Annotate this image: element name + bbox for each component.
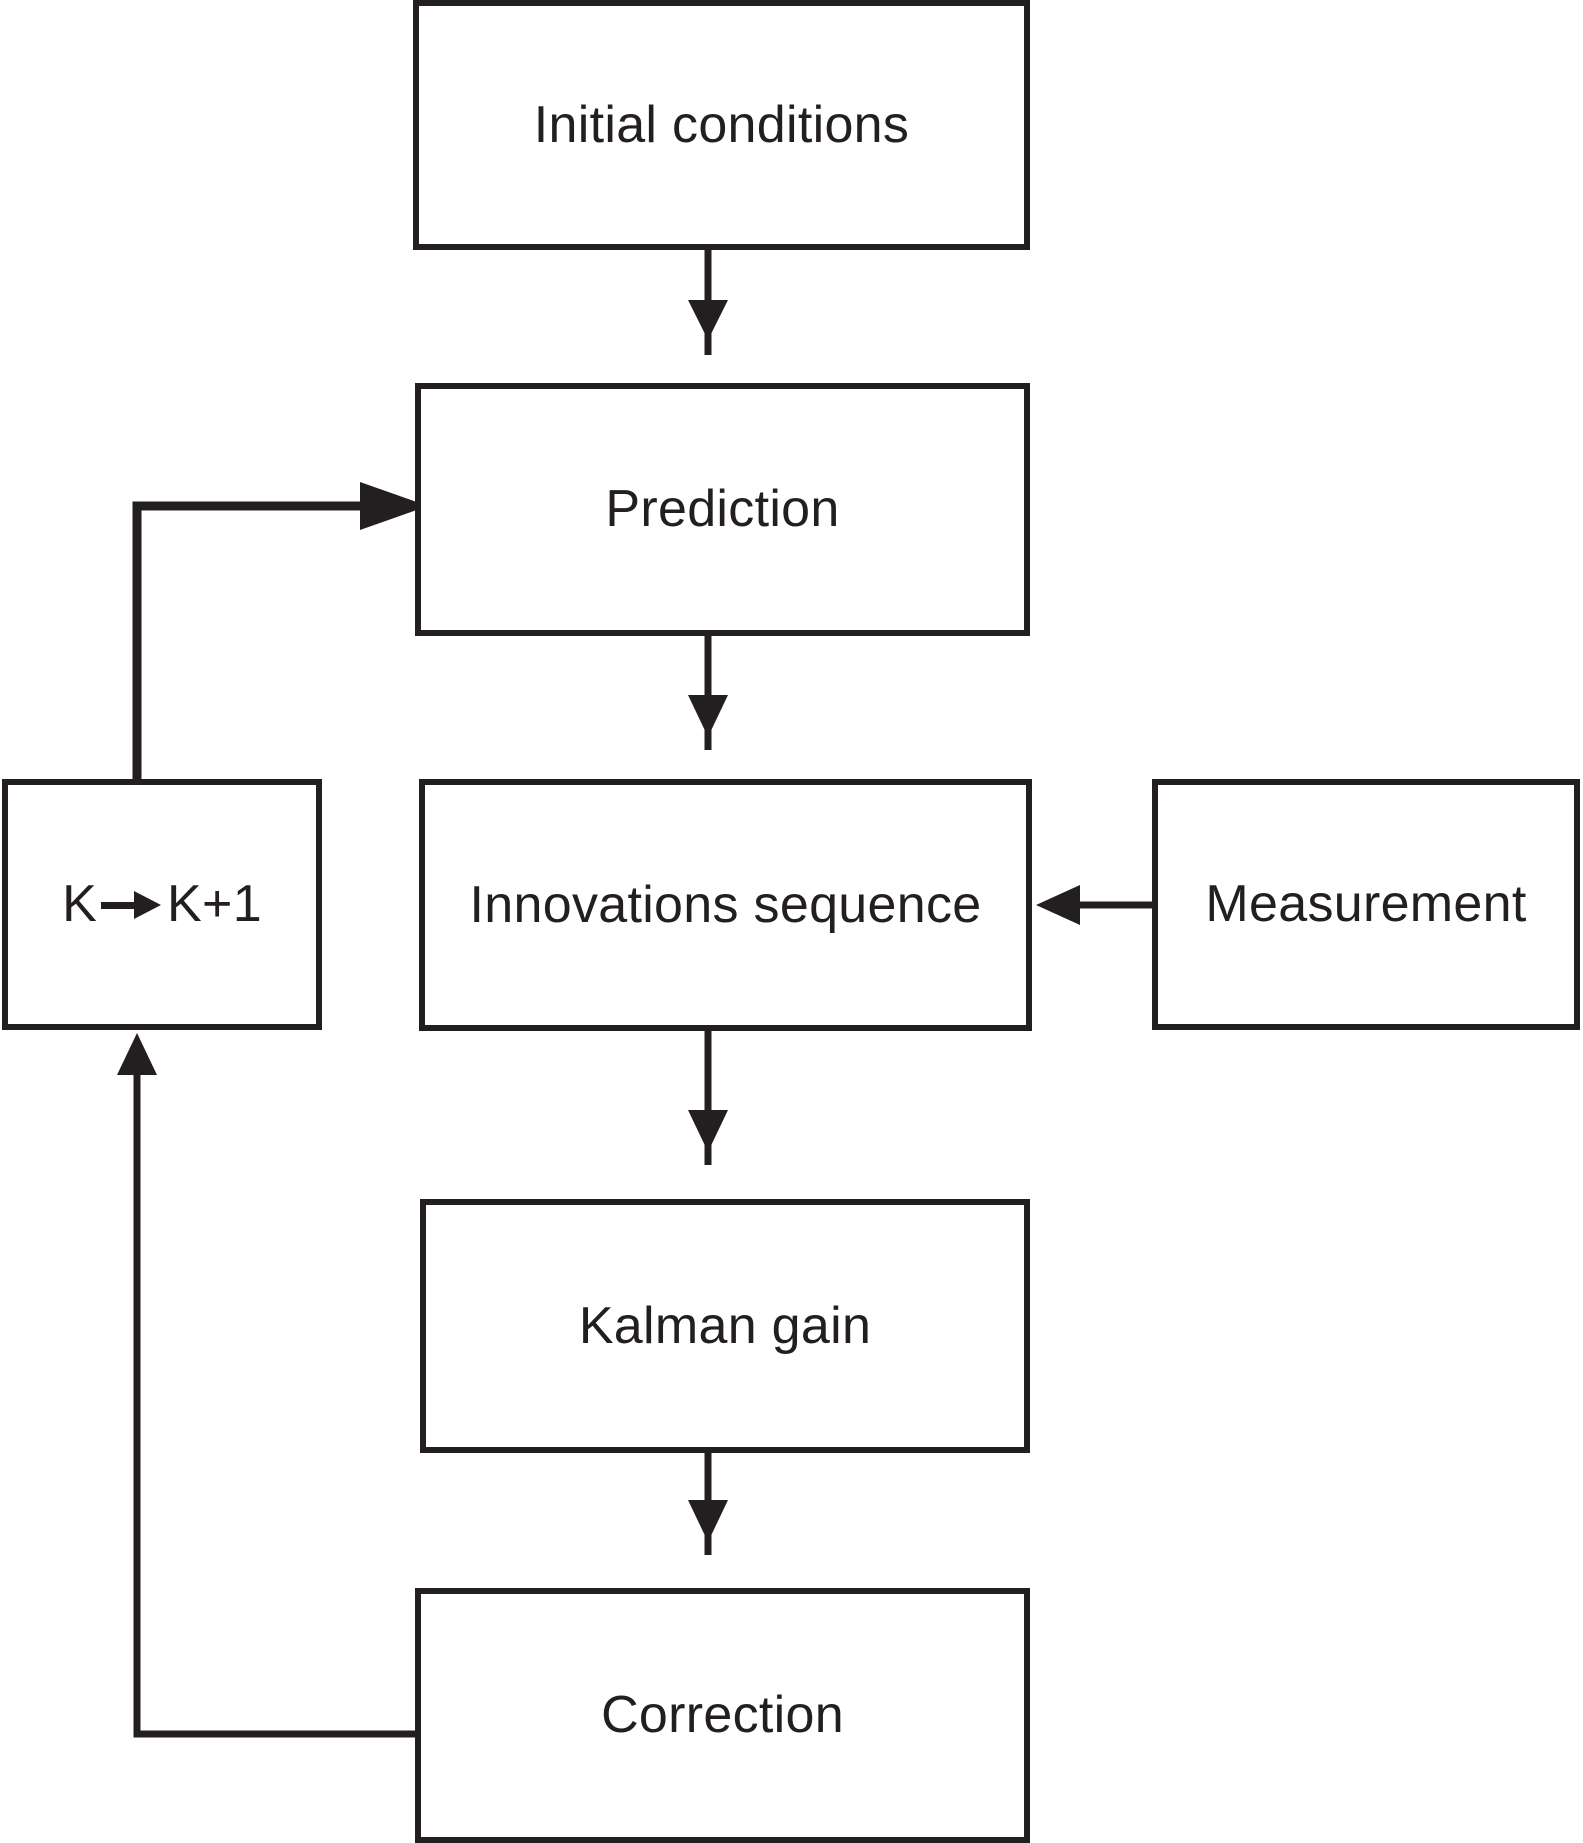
right-arrow-icon: [101, 890, 163, 919]
edge-innovations-to-kalman: [688, 1031, 728, 1165]
node-innovations-sequence[interactable]: Innovations sequence: [419, 779, 1032, 1031]
counter-label-left: K: [62, 875, 98, 934]
node-label-initial-conditions: Initial conditions: [533, 95, 910, 154]
node-initial-conditions[interactable]: Initial conditions: [413, 0, 1030, 250]
node-label-counter: K K+1: [62, 877, 262, 932]
node-prediction[interactable]: Prediction: [415, 383, 1030, 636]
node-measurement[interactable]: Measurement: [1152, 779, 1580, 1030]
node-kalman-gain[interactable]: Kalman gain: [420, 1199, 1030, 1453]
edge-kalman-to-correction: [688, 1453, 728, 1555]
edge-prediction-to-innovations: [688, 636, 728, 750]
node-label-kalman-gain: Kalman gain: [578, 1296, 872, 1355]
edge-initial-to-prediction: [688, 250, 728, 355]
node-label-measurement: Measurement: [1205, 875, 1527, 934]
edge-measurement-to-innovations: [1036, 885, 1152, 925]
counter-label-right: K+1: [167, 875, 262, 934]
edge-correction-to-counter: [117, 1033, 415, 1738]
node-label-correction: Correction: [601, 1686, 844, 1745]
edge-counter-to-prediction: [132, 482, 428, 779]
node-counter-increment[interactable]: K K+1: [2, 779, 322, 1030]
node-label-innovations-sequence: Innovations sequence: [469, 875, 982, 934]
node-correction[interactable]: Correction: [415, 1588, 1030, 1843]
node-label-prediction: Prediction: [605, 480, 840, 539]
